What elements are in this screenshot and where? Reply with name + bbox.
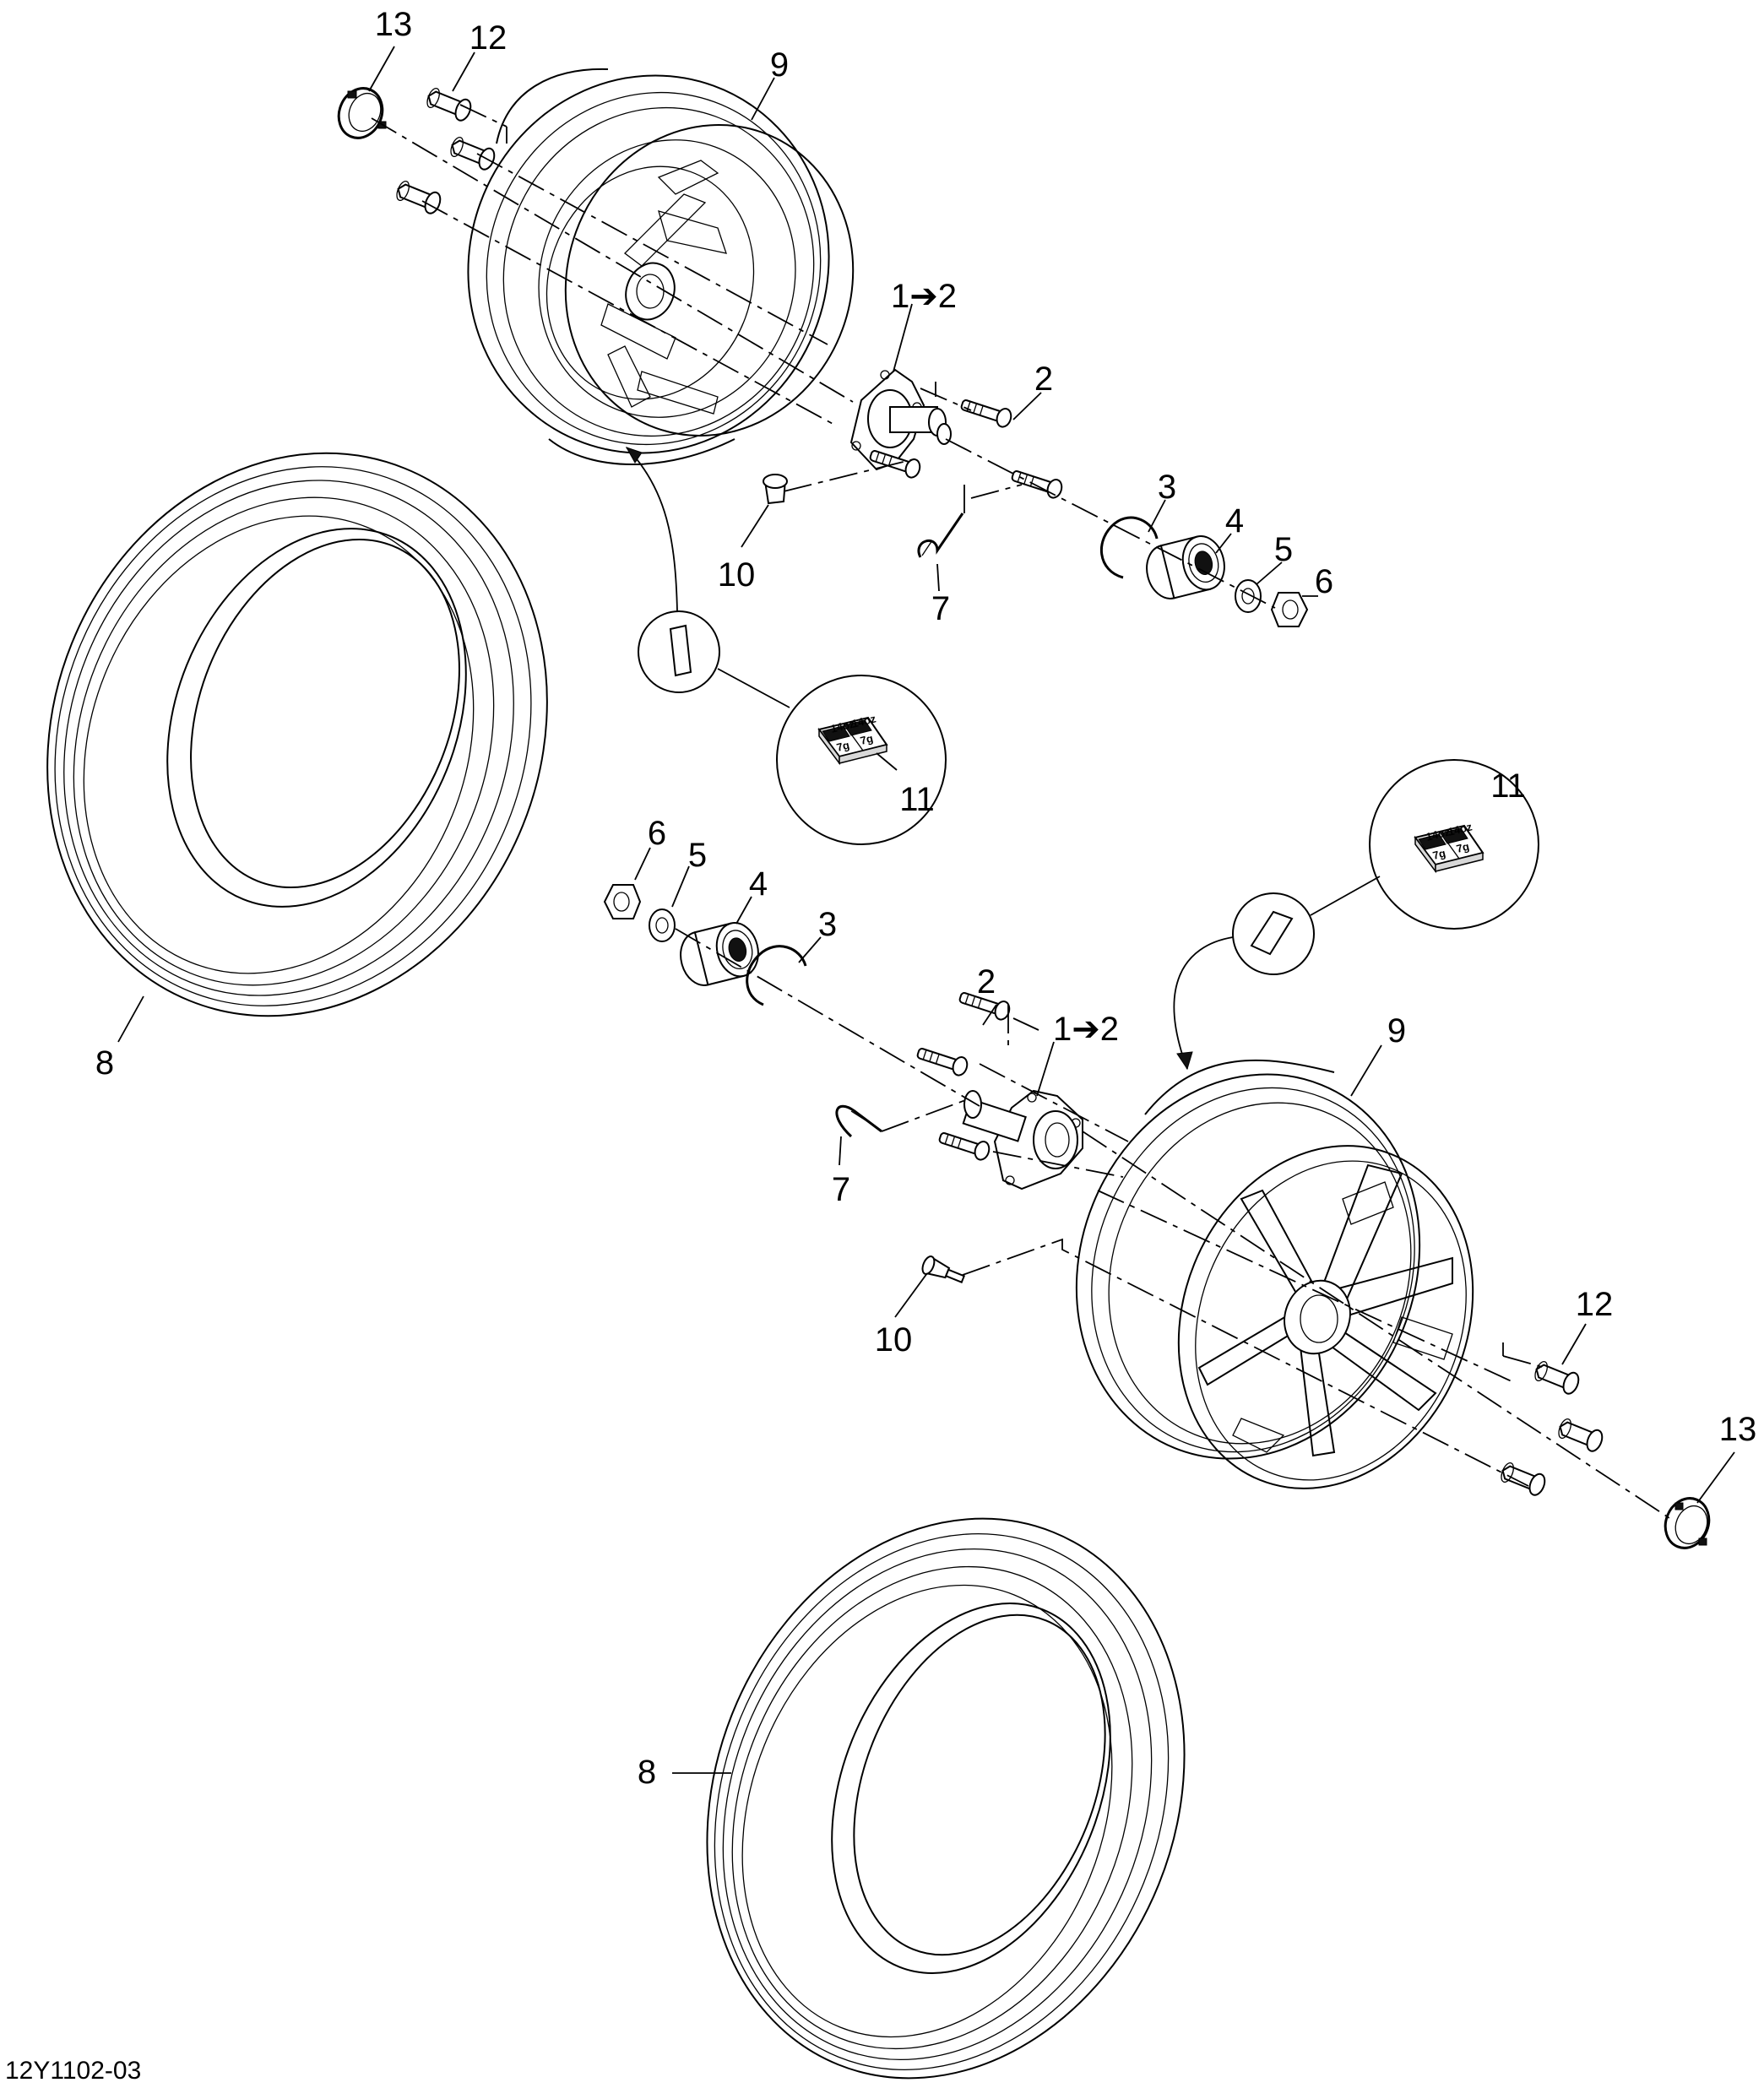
wheel-hub-bottom [962, 1089, 1083, 1190]
callout-bottom-6: 6 [648, 815, 666, 852]
svg-text:7g: 7g [835, 739, 850, 754]
weight-detail-bubble-top: 14oz 14oz 7g 7g [625, 447, 947, 845]
callout-top-6: 6 [1315, 563, 1333, 600]
callout-bottom-8: 8 [638, 1754, 656, 1791]
tire-bottom [706, 1517, 1186, 2080]
center-cap-top [337, 87, 387, 139]
callout-labels: 13 12 9 1➔2 2 3 4 5 6 7 10 11 8 6 5 4 3 … [5, 6, 1756, 2085]
callout-top-4: 4 [1225, 502, 1244, 540]
callout-bottom-5: 5 [688, 837, 707, 874]
callout-bottom-12: 12 [1576, 1286, 1614, 1323]
leader-lines-bottom [634, 847, 1735, 1774]
callout-top-5: 5 [1274, 531, 1293, 568]
svg-text:7g: 7g [859, 732, 874, 747]
retaining-ring-bottom [746, 945, 807, 1006]
wheel-stud-top-1 [958, 394, 1014, 430]
svg-text:7g: 7g [1455, 840, 1470, 855]
callout-top-11: 11 [899, 781, 935, 818]
center-cap-bottom [1664, 1497, 1711, 1549]
weight-detail-bubble-bottom: 14oz 14oz 7g 7g [1173, 759, 1539, 1071]
callout-bottom-10: 10 [875, 1321, 913, 1359]
callout-top-9: 9 [770, 46, 789, 84]
callout-top-12: 12 [469, 19, 507, 57]
callout-bottom-11: 11 [1490, 767, 1526, 805]
cotter-pin-bottom [835, 1104, 882, 1138]
callout-bottom-4: 4 [749, 865, 768, 903]
callout-bottom-3: 3 [818, 906, 837, 943]
callout-top-10: 10 [718, 556, 756, 594]
cotter-pin-top [917, 513, 964, 558]
wheel-hub-top [849, 368, 952, 471]
leader-lines-top [117, 46, 1318, 1043]
callout-bottom-13: 13 [1719, 1411, 1757, 1448]
svg-text:14oz: 14oz [829, 717, 856, 735]
callout-top-8: 8 [95, 1044, 114, 1082]
retaining-ring-top [1100, 516, 1159, 579]
assembly-centerlines-bottom [675, 928, 1673, 1521]
svg-text:14oz: 14oz [1425, 825, 1452, 843]
wheel-stud-bottom-3 [936, 1127, 992, 1163]
svg-text:14oz: 14oz [850, 712, 877, 730]
assembly-centerlines-top [371, 104, 1276, 609]
callout-bottom-9: 9 [1387, 1012, 1406, 1049]
callout-bottom-7: 7 [832, 1171, 850, 1208]
lug-nut-top-2 [447, 133, 498, 173]
callout-bottom-2: 2 [977, 963, 996, 1001]
lug-nut-top-3 [393, 177, 444, 217]
valve-stem-bottom [919, 1254, 968, 1289]
lug-nut-bottom-3 [1497, 1459, 1549, 1499]
callout-top-3: 3 [1158, 469, 1176, 506]
hex-nut-bottom [604, 884, 641, 919]
washer-bottom [649, 908, 676, 942]
lug-nut-bottom-1 [1531, 1358, 1582, 1397]
callout-top-1-2: 1➔2 [891, 278, 957, 315]
callout-top-7: 7 [931, 590, 950, 627]
tire-top [46, 452, 548, 1017]
wheel-stud-bottom-2 [915, 1043, 970, 1078]
hex-nut-top [1271, 592, 1308, 627]
callout-top-2: 2 [1034, 361, 1053, 398]
wheel-rim-bottom [1075, 1059, 1474, 1489]
svg-text:14oz: 14oz [1446, 820, 1474, 838]
drawing-code: 12Y1102-03 [5, 2057, 141, 2085]
callout-bottom-1-2: 1➔2 [1053, 1011, 1119, 1048]
lug-nut-top-1 [423, 84, 475, 124]
wheel-bearing-top [1140, 530, 1231, 605]
washer-top [1235, 579, 1262, 613]
valve-stem-top [763, 474, 788, 505]
svg-text:7g: 7g [1431, 847, 1446, 862]
wheel-rim-top [467, 68, 855, 465]
wheel-stud-top-3 [1009, 465, 1065, 501]
callout-top-13: 13 [375, 6, 413, 43]
